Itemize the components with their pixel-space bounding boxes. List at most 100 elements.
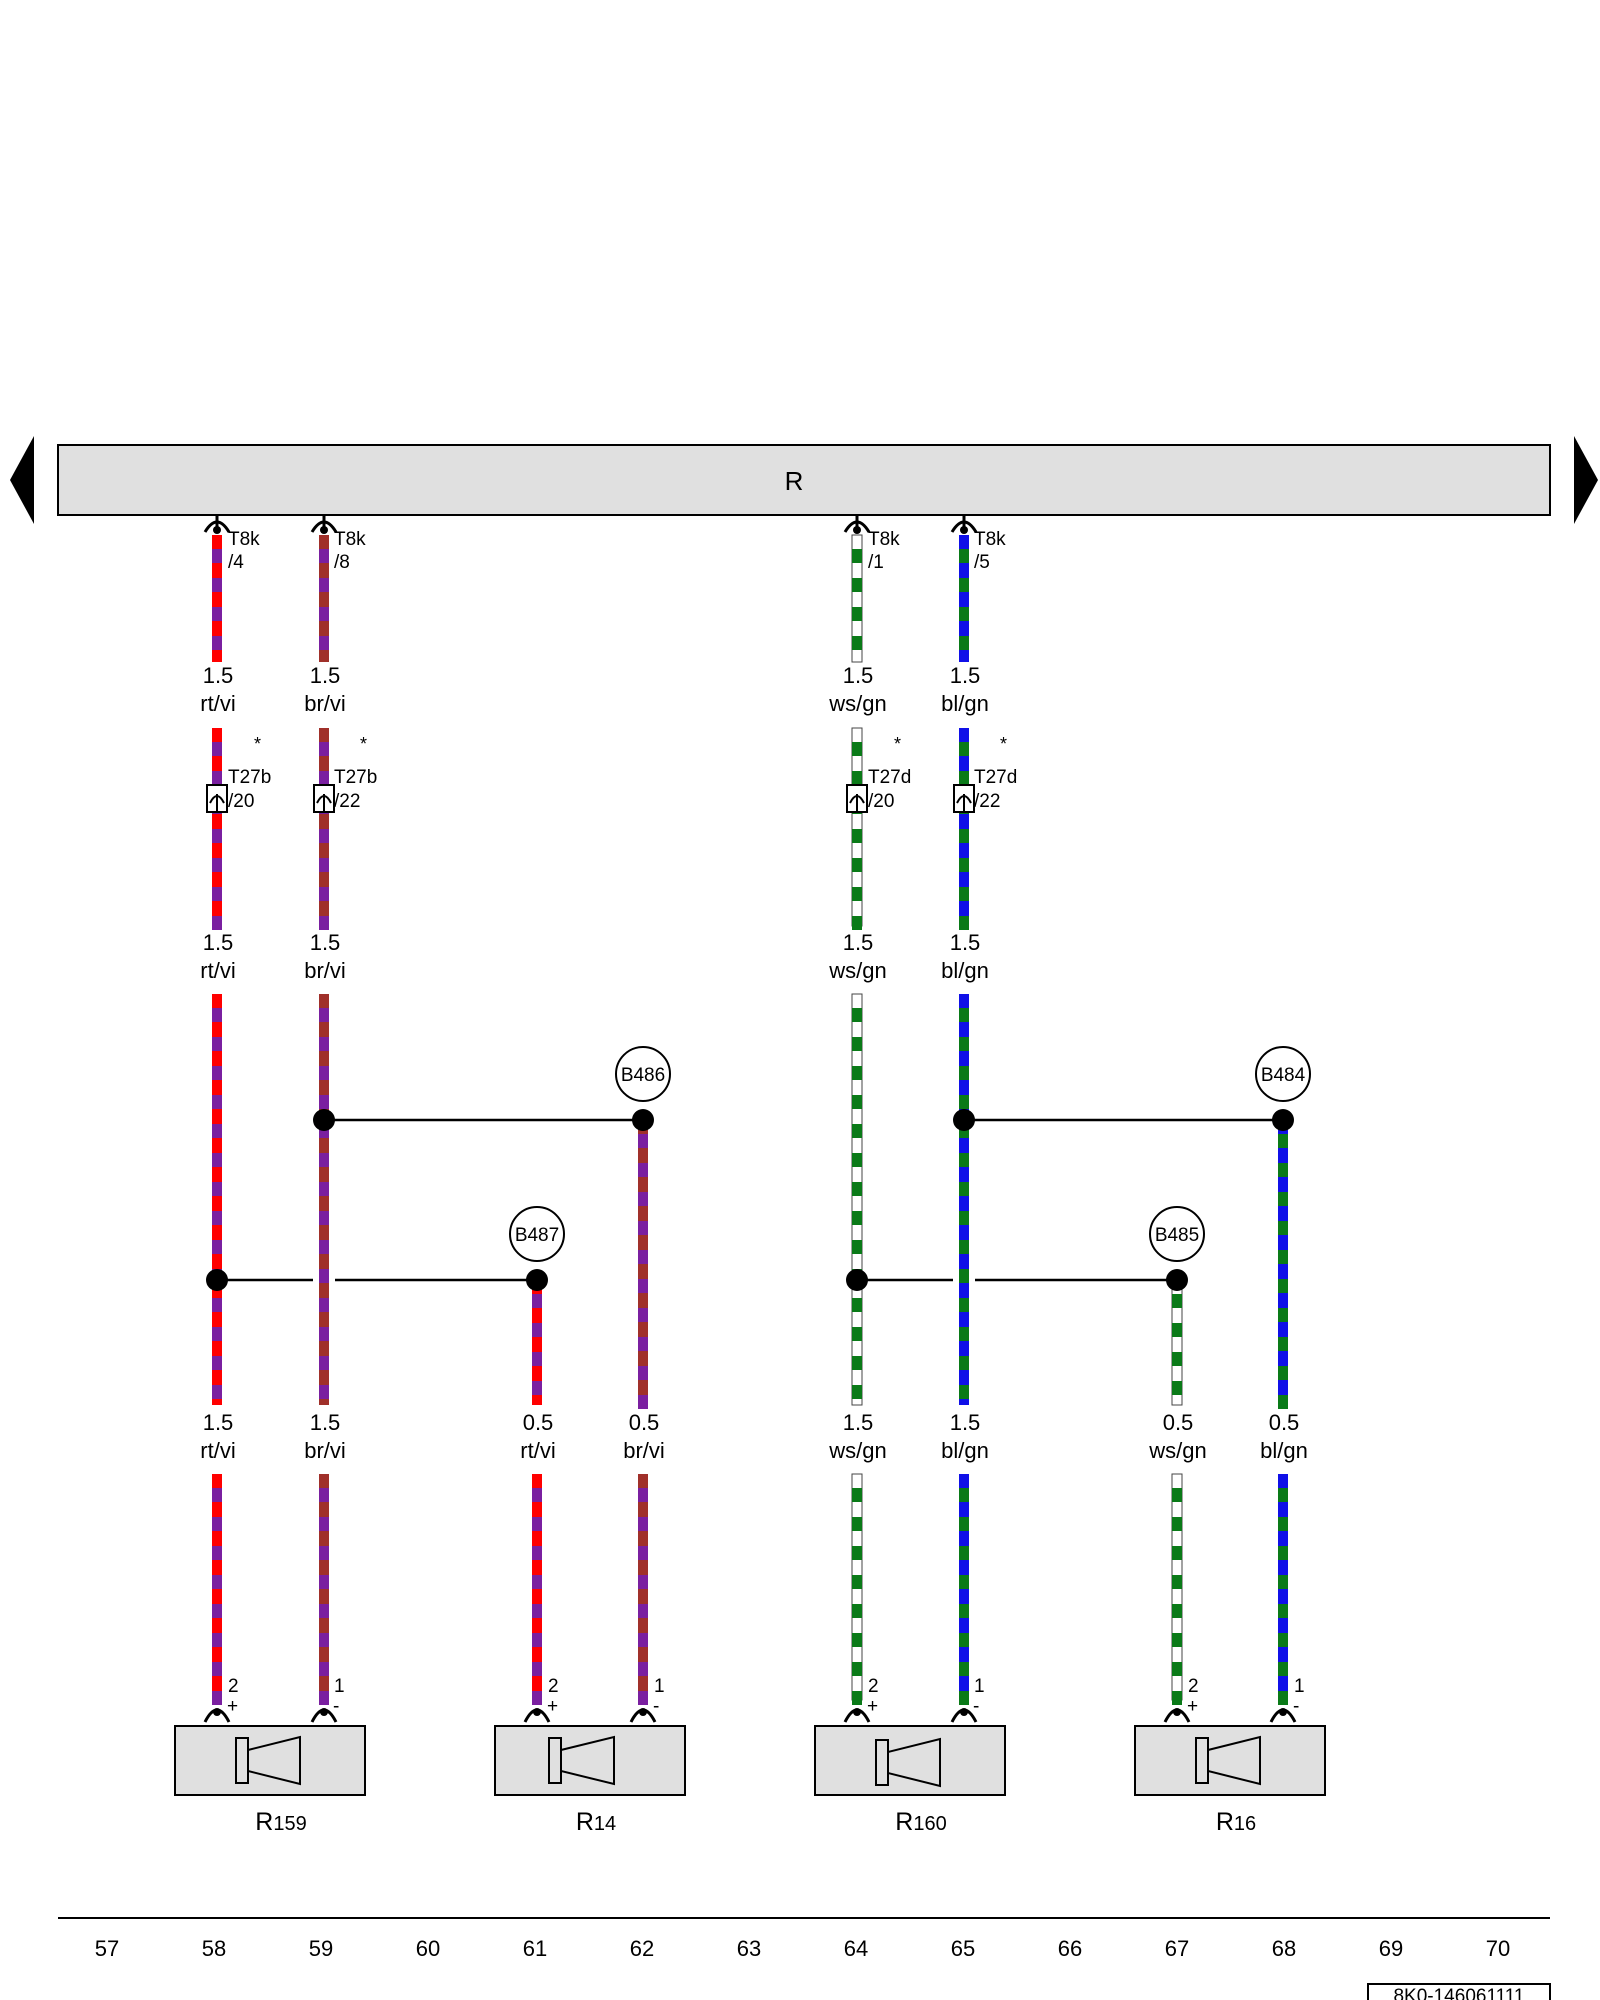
branch-wire-lower — [638, 1474, 648, 1705]
sp-pin-1: 2 — [228, 1676, 239, 1697]
speaker-icon — [548, 1735, 615, 1786]
lw8-size: 0.5 — [1269, 1410, 1300, 1435]
w3-size-a: 1.5 — [843, 663, 874, 688]
lw6-color: bl/gn — [941, 1438, 989, 1463]
lw8-color: bl/gn — [1260, 1438, 1308, 1463]
wire-labels-row-1: 1.5 rt/vi 1.5 br/vi 1.5 ws/gn 1.5 bl/gn — [200, 663, 989, 716]
wire-segment-lower-run — [959, 1474, 969, 1705]
wire-segment-lower-run — [319, 1474, 329, 1705]
mid-mark-2: * — [360, 734, 367, 754]
splice-branches — [217, 1118, 1283, 1282]
wire-segment-upper-run — [212, 994, 222, 1405]
scale-number: 62 — [630, 1936, 654, 1961]
branch-wire-upper — [1171, 1279, 1183, 1406]
wire-segment-top — [959, 535, 969, 662]
wire-segment-mid — [212, 728, 222, 930]
wire-segment-upper-run — [319, 994, 329, 1405]
sp-pin-6: 1 — [974, 1676, 985, 1697]
lw3-size: 0.5 — [523, 1410, 554, 1435]
top-pin-icon — [950, 516, 978, 534]
top-connectors: T8k /4 T8k /8 T8k /1 T8k /5 — [228, 529, 1006, 573]
mid-pin-4: /22 — [974, 791, 1000, 812]
sp-pin-7: 2 — [1188, 1676, 1199, 1697]
splice-dots — [206, 1109, 1294, 1291]
speaker-pin-icon — [310, 1708, 338, 1723]
previous-page-arrow-icon[interactable] — [10, 436, 34, 524]
t8k-conn-4: T8k — [974, 529, 1006, 550]
speaker-name-2: R14 — [576, 1808, 616, 1836]
mid-conn-4: T27d — [974, 767, 1017, 788]
speaker-pin-icon — [629, 1708, 657, 1723]
speaker-r16[interactable] — [1134, 1725, 1326, 1796]
wire-segment-top — [851, 534, 863, 663]
wire-segment-mid — [851, 727, 863, 930]
wire-labels-row-2: 1.5 rt/vi 1.5 br/vi 1.5 ws/gn 1.5 bl/gn — [200, 930, 989, 983]
w3-color-a: ws/gn — [828, 691, 886, 716]
sp-pin-4: 1 — [654, 1676, 665, 1697]
speaker-pin-icon — [1269, 1708, 1297, 1723]
mid-conn-1: T27b — [228, 767, 271, 788]
connector-icon — [846, 784, 868, 813]
w1-size-a: 1.5 — [203, 663, 234, 688]
lw4-color: br/vi — [623, 1438, 665, 1463]
wire-segment-top — [319, 535, 329, 662]
splice-b484-label: B484 — [1261, 1065, 1306, 1086]
splice-b484-circle — [1255, 1046, 1311, 1102]
splice-b487-label: B487 — [515, 1225, 559, 1246]
sp-pin-3: 2 — [548, 1676, 559, 1697]
t8k-conn-1: T8k — [228, 529, 260, 550]
scale-number: 65 — [951, 1936, 975, 1961]
branch-wire-lower — [532, 1474, 542, 1705]
t8k-pin-3: /1 — [868, 552, 884, 573]
doc-id-box — [1367, 1983, 1551, 2000]
w1-color-a: rt/vi — [200, 691, 235, 716]
lw7-size: 0.5 — [1163, 1410, 1194, 1435]
mid-pin-2: /22 — [334, 791, 360, 812]
splice-labels: B486 B487 B484 B485 — [509, 1046, 1311, 1262]
mid-mark-3: * — [894, 734, 901, 754]
sp-pin-2: 1 — [334, 1676, 345, 1697]
doc-id: 8K0-146061111 — [1393, 1986, 1524, 2000]
speaker-boxes — [174, 1725, 1326, 1796]
w2-size-b: 1.5 — [310, 930, 341, 955]
speaker-names: R159 R14 R160 R16 — [255, 1808, 1256, 1836]
sp-pin-5: 2 — [868, 1676, 879, 1697]
branch-wire-upper — [532, 1280, 542, 1405]
speaker-icon — [1195, 1735, 1261, 1786]
speaker-icon — [875, 1737, 941, 1788]
mid-mark-4: * — [1000, 734, 1007, 754]
speaker-icon — [235, 1735, 301, 1786]
speaker-r14[interactable] — [494, 1725, 686, 1796]
branch-wire-lower — [1171, 1473, 1183, 1705]
speaker-name-4: R16 — [1216, 1808, 1256, 1836]
mid-conn-2: T27b — [334, 767, 377, 788]
branch-wire-upper — [1278, 1120, 1288, 1409]
mid-pin-1: /20 — [228, 791, 254, 812]
splice-b486-label: B486 — [621, 1065, 665, 1086]
speaker-r159[interactable] — [174, 1725, 366, 1796]
wire-segment-lower-run — [212, 1474, 222, 1705]
next-page-arrow-icon[interactable] — [1574, 436, 1598, 524]
w2-color-a: br/vi — [304, 691, 346, 716]
lw1-size: 1.5 — [203, 1410, 234, 1435]
sp-pol-1: + — [227, 1696, 238, 1717]
top-pin-icon — [310, 516, 338, 534]
lw3-color: rt/vi — [520, 1438, 555, 1463]
connector-icon — [953, 784, 975, 813]
branch-wire-upper — [638, 1120, 648, 1409]
connector-icon — [313, 784, 335, 813]
scale-number: 69 — [1379, 1936, 1403, 1961]
sp-pol-6: - — [973, 1696, 979, 1717]
lw1-color: rt/vi — [200, 1438, 235, 1463]
lw6-size: 1.5 — [950, 1410, 981, 1435]
wire-segment-upper-run — [851, 993, 863, 1406]
unit-label: R — [785, 466, 804, 496]
speaker-r160[interactable] — [814, 1725, 1006, 1796]
sp-pol-5: + — [867, 1696, 878, 1717]
speaker-name-1: R159 — [255, 1808, 306, 1836]
branch-wire-lower — [1278, 1474, 1288, 1705]
speaker-name-3: R160 — [895, 1808, 946, 1836]
wire-segment-mid — [319, 728, 329, 930]
speaker-pin-icon — [843, 1708, 871, 1723]
